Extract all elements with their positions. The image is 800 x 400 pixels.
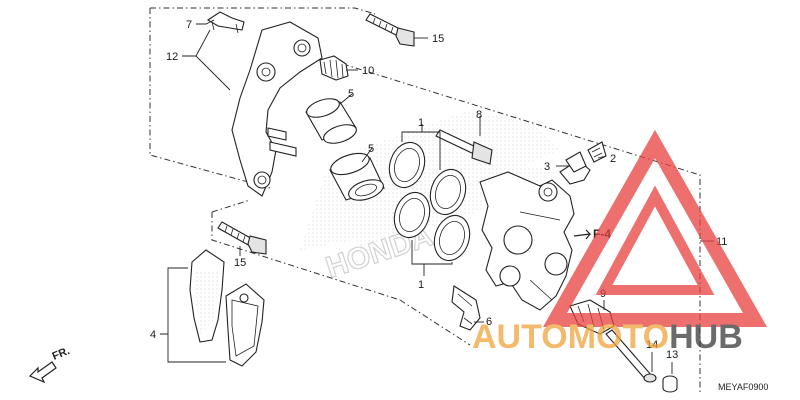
callout-11: 11 — [716, 236, 727, 248]
callout-10: 10 — [362, 65, 374, 77]
callout-3: 3 — [544, 161, 550, 173]
part-13-plug — [662, 375, 678, 393]
diagram-code: MEYAF0900 — [718, 382, 768, 392]
watermark-triangle-inner — [595, 185, 715, 295]
callout-2: 2 — [610, 153, 616, 165]
part-2-bleeder-screw — [587, 141, 607, 163]
leader-lines — [160, 19, 714, 374]
part-1-piston-seals — [388, 141, 471, 262]
part-6-pad-spring — [451, 285, 481, 331]
callout-5-upper: 5 — [348, 88, 354, 100]
part-5-upper-piston — [305, 98, 357, 144]
callout-15-lower: 15 — [234, 257, 246, 269]
part-15-upper-bolt — [365, 13, 415, 47]
callout-14: 14 — [646, 339, 658, 351]
part-12-bracket — [231, 21, 323, 197]
callout-7: 7 — [186, 19, 192, 31]
part-5-lower-piston — [329, 152, 385, 201]
part-11-caliper-body — [479, 159, 591, 311]
callout-1-upper: 1 — [418, 117, 424, 129]
watermark-wordmark: AUTOMOTOHUB — [472, 318, 743, 356]
watermark-triangle-outer — [542, 129, 768, 327]
callout-6: 6 — [486, 316, 492, 328]
watermark-text-hub: HUB — [669, 318, 743, 356]
watermark-triangle-logo — [542, 129, 768, 327]
callout-8: 8 — [476, 109, 482, 121]
watermark-text-moto: MOTO — [568, 318, 669, 356]
part-4-brake-pads — [189, 249, 265, 367]
callout-13: 13 — [666, 349, 678, 361]
part-15-lower-bolt — [217, 221, 267, 255]
callout-4: 4 — [150, 329, 156, 341]
part-7-clip — [206, 11, 245, 34]
direction-label: FR. — [51, 345, 72, 363]
callout-5-lower: 5 — [368, 143, 374, 155]
part-8-pin-bolt — [435, 129, 493, 165]
callout-1-lower: 1 — [418, 279, 424, 291]
part-10-boot — [319, 55, 349, 81]
callout-12: 12 — [166, 51, 178, 63]
callout-15-upper: 15 — [432, 33, 444, 45]
part-14-pin — [605, 329, 657, 383]
watermark-text-auto: AUTO — [472, 318, 568, 356]
automotohub-watermark: AUTOMOTOHUB — [472, 129, 768, 356]
front-direction-arrow: FR. — [28, 345, 72, 384]
part-3-bleeder-cap — [565, 151, 587, 173]
